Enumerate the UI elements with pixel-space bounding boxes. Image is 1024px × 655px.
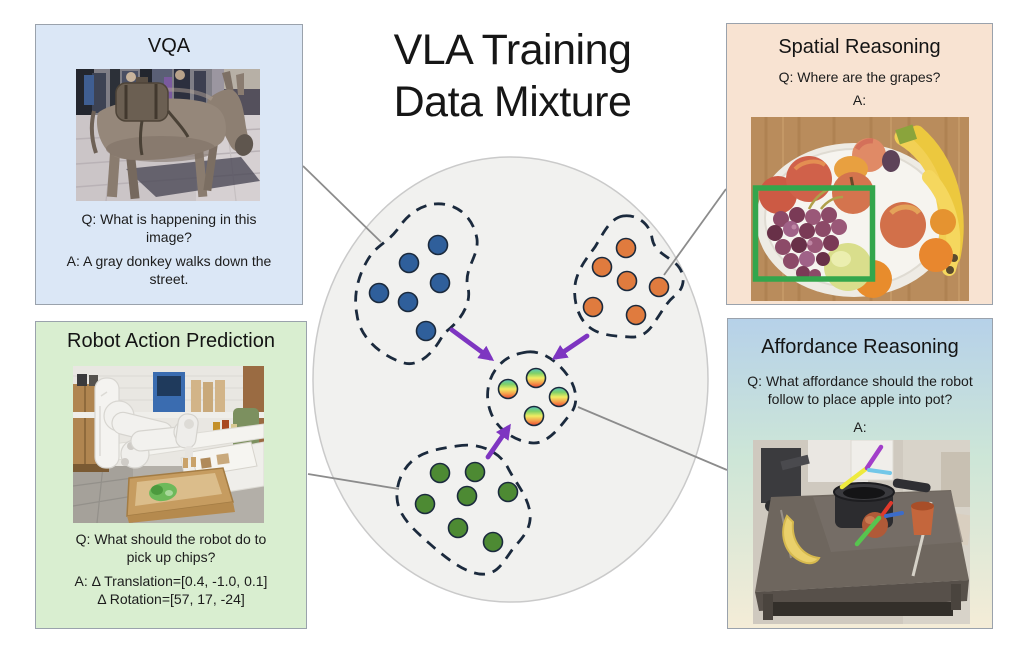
spatial-title: Spatial Reasoning [778,36,941,58]
robot-arm [94,377,199,469]
vqa-cluster-dot [415,320,437,342]
robot-cluster-dot [464,461,486,483]
mixing-arrow [551,333,590,360]
grapes [767,185,847,281]
robot-cluster-dot [414,493,436,515]
cup [911,501,934,535]
spatial-question: Q: Where are the grapes? [778,69,941,85]
grapes-bounding-box [752,185,876,282]
robot-question: Q: What should the robot do to pick up c… [75,531,267,565]
mixture-cluster-dot [497,378,519,400]
robot-answer: A: Δ Translation=[0.4, -1.0, 0.1] Δ Rota… [36,573,306,609]
panel-connector-line [577,406,728,471]
donkey [89,71,254,200]
affordance-photo [753,440,970,624]
vqa-answer: A: A gray donkey walks down the street. [66,253,272,287]
vqa-cluster-dot [368,282,390,304]
robot-cluster-dot [429,462,451,484]
robot-photo [73,366,264,523]
robot-answer-line1: A: Δ Translation=[0.4, -1.0, 0.1] [74,573,268,589]
robot-cluster-dot [497,481,519,503]
vqa-question: Q: What is happening in this image? [81,211,257,245]
vqa-title: VQA [147,35,191,57]
spatial-cluster-dot [625,304,647,326]
vqa-photo [76,69,260,201]
panel-vqa: VQA [35,24,303,305]
panel-connector-line [302,165,382,243]
affordance-title: Affordance Reasoning [761,336,959,358]
robot-cluster-dot [447,517,469,539]
mixing-arrow [485,423,511,460]
mixture-cluster-dot [525,367,547,389]
robot-title: Robot Action Prediction [67,330,275,352]
spatial-answer-label: A: [852,92,867,108]
panel-robot-action-prediction: Robot Action Prediction [35,321,307,629]
mixture-cluster-blob [486,350,578,445]
banana [782,514,821,565]
spatial-cluster-dot [648,276,670,298]
robot-cluster-blob [395,443,532,576]
spatial-cluster-dot [591,256,613,278]
robot-answer-line2: Δ Rotation=[57, 17, -24] [97,590,245,607]
figure-title-line1: VLA Training [393,26,632,74]
panel-connector-line [663,188,727,276]
spatial-cluster-dot [615,237,637,259]
robot-cluster-dot [456,485,478,507]
affordance-lines [839,444,904,547]
figure-title-line2: Data Mixture [393,78,632,127]
spatial-cluster-dot [582,296,604,318]
panel-affordance-reasoning: Affordance Reasoning Q: What affordance … [727,318,993,629]
vqa-cluster-dot [397,291,419,313]
vqa-cluster-dot [398,252,420,274]
mixing-arrow [449,327,495,362]
spatial-photo [751,117,969,301]
vqa-cluster-dot [429,272,451,294]
open-drawer [126,467,235,523]
figure-title: VLA Training Data Mixture [330,24,695,129]
spatial-cluster-blob [573,214,685,339]
panel-connector-line [307,473,400,490]
robot-cluster-dot [482,531,504,553]
affordance-question: Q: What affordance should the robot foll… [747,373,973,407]
mixture-cluster-dot [523,405,545,427]
spatial-cluster-dot [616,270,638,292]
fruits [759,138,956,298]
mixture-cluster-dot [548,386,570,408]
affordance-answer-label: A: [853,419,867,435]
vqa-cluster-dot [427,234,449,256]
panel-spatial-reasoning: Spatial Reasoning Q: Where are the grape… [726,23,993,305]
